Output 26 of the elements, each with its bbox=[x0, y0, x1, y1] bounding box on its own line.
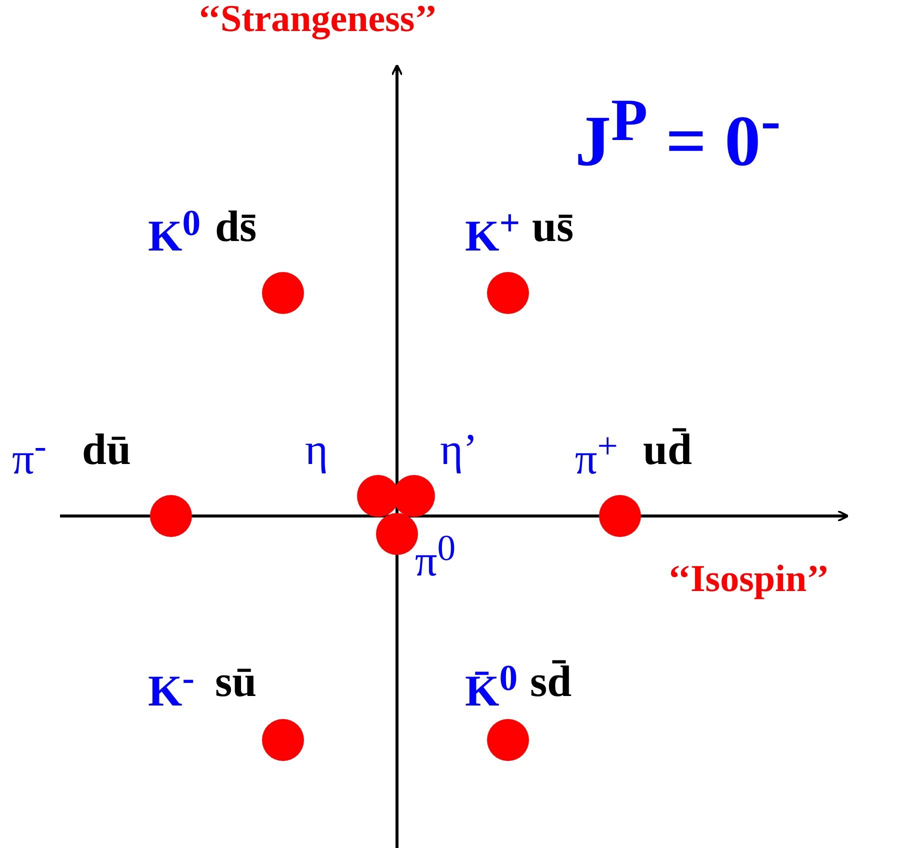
meson-dot bbox=[487, 719, 529, 761]
meson-dot bbox=[262, 719, 304, 761]
axis-title: ‘‘Isospin’’ bbox=[668, 560, 830, 598]
particle-label: η’ bbox=[440, 428, 478, 472]
axis-title: ‘‘Strangeness’’ bbox=[198, 0, 438, 38]
meson-dot bbox=[393, 475, 435, 517]
meson-dot bbox=[487, 272, 529, 314]
meson-dot bbox=[150, 495, 192, 537]
quark-content: ds̄ bbox=[215, 205, 257, 249]
particle-label: K$^{-}$ bbox=[148, 660, 194, 714]
meson-dot bbox=[376, 513, 418, 555]
particle-label: K$^{0}$ bbox=[148, 205, 201, 259]
particle-label: π$^{0}$ bbox=[415, 530, 456, 584]
quark-content: sd̄ bbox=[530, 660, 572, 704]
particle-label: π$^{+}$ bbox=[575, 428, 618, 482]
quantum-number-label: J$^{P}$ = 0$^{-}$ bbox=[575, 90, 781, 177]
meson-dot bbox=[262, 272, 304, 314]
quark-content: us̄ bbox=[532, 205, 574, 249]
quark-content: sū bbox=[215, 660, 257, 704]
quark-content: dū bbox=[82, 428, 131, 472]
meson-dot bbox=[599, 495, 641, 537]
particle-label: π$^{-}$ bbox=[12, 428, 46, 482]
quark-content: ud̄ bbox=[643, 428, 692, 472]
particle-label: η bbox=[305, 428, 328, 472]
particle-label: K$^{+}$ bbox=[465, 205, 520, 259]
particle-label: K̄$^{0}$ bbox=[465, 660, 518, 714]
